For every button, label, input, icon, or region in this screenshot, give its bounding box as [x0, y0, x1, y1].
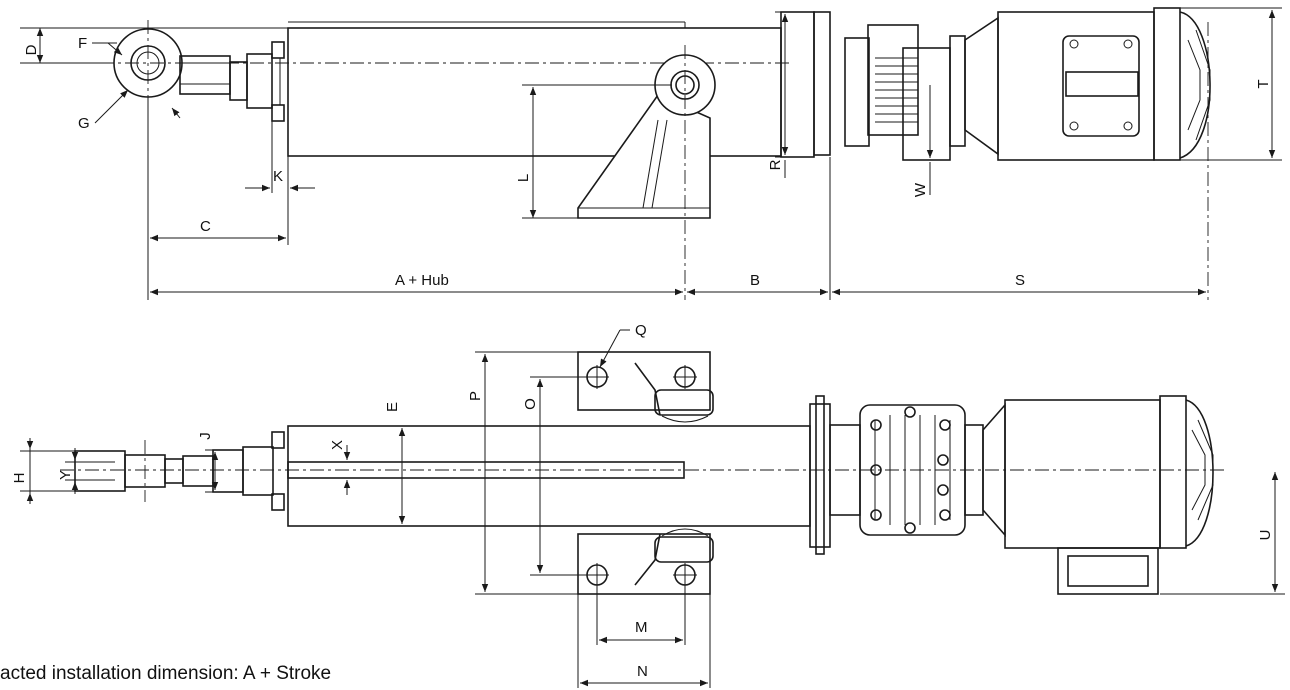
- label-R: R: [767, 159, 784, 170]
- label-E: E: [384, 402, 401, 412]
- top-view: H Y J X E P O Q M N: [11, 322, 1285, 688]
- label-Q: Q: [635, 322, 647, 339]
- label-S: S: [1015, 272, 1025, 289]
- label-A-hub: A + Hub: [395, 272, 449, 289]
- piston-rod: [179, 55, 231, 95]
- label-T: T: [1255, 79, 1272, 88]
- gearbox: [867, 24, 919, 136]
- label-U: U: [1257, 530, 1274, 541]
- motor-foot: [1057, 547, 1159, 595]
- label-B: B: [750, 272, 760, 289]
- label-P: P: [467, 391, 484, 401]
- label-F: F: [78, 35, 87, 52]
- fan-cover: [1179, 11, 1211, 159]
- motor-plan: [1004, 399, 1161, 549]
- trunnion-lower: [577, 533, 711, 595]
- label-X: X: [329, 440, 346, 450]
- cylinder-tube-plan: [287, 425, 811, 527]
- caption: acted installation dimension: A + Stroke: [0, 663, 332, 684]
- label-C: C: [200, 218, 211, 235]
- label-Y: Y: [57, 470, 74, 480]
- mounting-flange: [813, 11, 831, 156]
- label-L: L: [515, 174, 532, 182]
- label-N: N: [637, 663, 648, 680]
- label-G: G: [78, 115, 90, 132]
- label-K: K: [273, 168, 283, 185]
- label-J: J: [197, 432, 214, 440]
- label-W: W: [912, 182, 929, 197]
- trunnion-upper: [577, 351, 711, 411]
- label-M: M: [635, 619, 648, 636]
- terminal-box: [1062, 35, 1140, 137]
- side-view: D F G K C L R W T A + Hub: [20, 7, 1282, 300]
- label-H: H: [11, 473, 28, 484]
- rod-clevis: [74, 450, 126, 492]
- fan-cover-plan: [1185, 399, 1214, 547]
- trunnion-bracket: [577, 94, 711, 219]
- motor: [997, 11, 1155, 161]
- label-D: D: [23, 44, 40, 55]
- label-O: O: [522, 398, 539, 410]
